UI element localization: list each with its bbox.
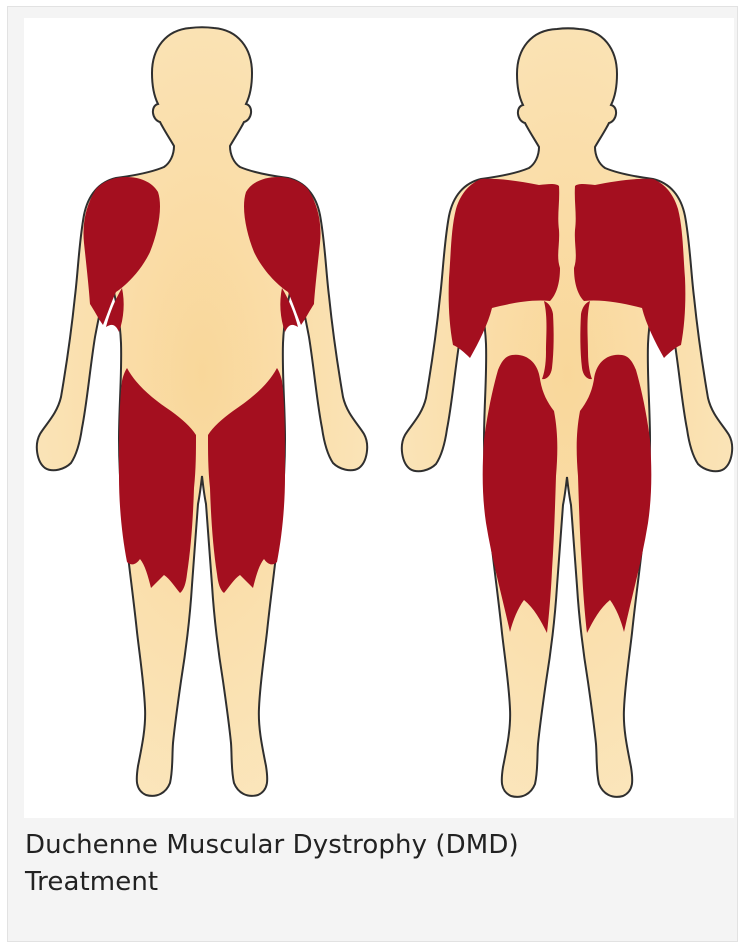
front-view bbox=[37, 27, 367, 796]
caption-text: Duchenne Muscular Dystrophy (DMD) Treatm… bbox=[25, 827, 715, 901]
figure-card: Duchenne Muscular Dystrophy (DMD) Treatm… bbox=[7, 6, 738, 942]
back-body bbox=[402, 28, 732, 797]
dmd-illustration bbox=[24, 18, 734, 818]
human-muscle-diagram bbox=[24, 18, 734, 818]
back-view bbox=[402, 28, 732, 797]
front-head bbox=[37, 27, 367, 796]
